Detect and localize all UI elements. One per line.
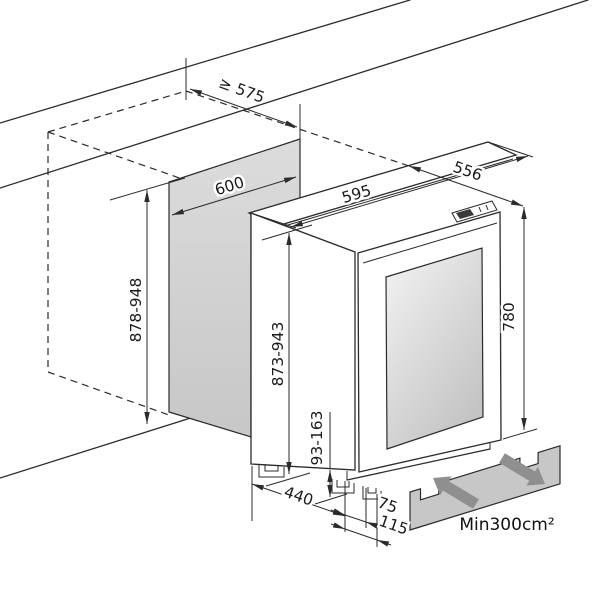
- dim-door-height-ext: [502, 428, 538, 440]
- dim-unit-height: 873-943: [261, 224, 313, 487]
- dim-unit-height-label: 873-943: [269, 322, 287, 387]
- cooler-door-inner-trim-line: [362, 222, 498, 264]
- cooler-base-front-line: [346, 448, 491, 481]
- ventilation: Min300cm²: [409, 444, 561, 537]
- dim-niche-depth-line: [189, 88, 298, 128]
- dim-foot-height-ext: [314, 493, 348, 505]
- cooler-base: [258, 442, 491, 500]
- cooler-foot-back-notch: [264, 464, 279, 472]
- cooler-foot-front-notch: [367, 487, 377, 494]
- dim-door-height-label: 780: [500, 302, 518, 332]
- countertop-top-edge-line: [0, 0, 411, 124]
- dim-440-line: [251, 483, 346, 517]
- cooler-door-glass: [385, 247, 484, 450]
- dim-foot-height: 93-163: [306, 408, 348, 505]
- airflow-arrow-out-icon: [499, 453, 545, 486]
- airflow-arrow-in-icon: [433, 476, 479, 509]
- dim-niche-height-label: 878-948: [127, 278, 145, 343]
- cooler-left-side-face: [250, 212, 356, 471]
- dim-75-arrow-right: [365, 521, 381, 529]
- dim-niche-height-ext: [109, 177, 186, 201]
- dim-niche-depth: ≥ 575: [189, 71, 298, 128]
- dim-75-line: [344, 514, 367, 523]
- dim-unit-height-ext-bottom: [265, 472, 311, 487]
- dim-unit-depth-line: [408, 165, 524, 207]
- dim-unit-width-ext-right: [487, 141, 534, 158]
- niche-floor-left-edge-dashed: [47, 371, 170, 416]
- dim-foot-height-label: 93-163: [308, 411, 326, 466]
- dim-115-line: [344, 528, 378, 541]
- cooler-foot-front: [362, 486, 382, 500]
- dim-unit-height-ext-top: [261, 224, 313, 241]
- dim-440-label: 440: [282, 483, 316, 510]
- dim-115-arrow-left: [330, 522, 346, 530]
- dim-niche-depth-label: ≥ 575: [216, 74, 267, 107]
- vent-area-label: Min300cm²: [459, 515, 554, 535]
- cooler-foot-middle-notch: [336, 480, 350, 488]
- dim-115-label: 115: [377, 512, 411, 539]
- niche-back-top-edge-dashed: [47, 90, 187, 133]
- dim-door-height: 780: [498, 207, 538, 440]
- cooler-foot-middle: [331, 479, 355, 494]
- dim-niche-height: 878-948: [109, 177, 186, 424]
- dim-75-arrow-left: [330, 508, 346, 516]
- dim-unit-width-ext-left: [250, 212, 297, 229]
- dim-115-arrow-right: [376, 539, 392, 547]
- cooler-foot-back: [258, 464, 285, 478]
- dim-niche-width-line: [171, 176, 297, 216]
